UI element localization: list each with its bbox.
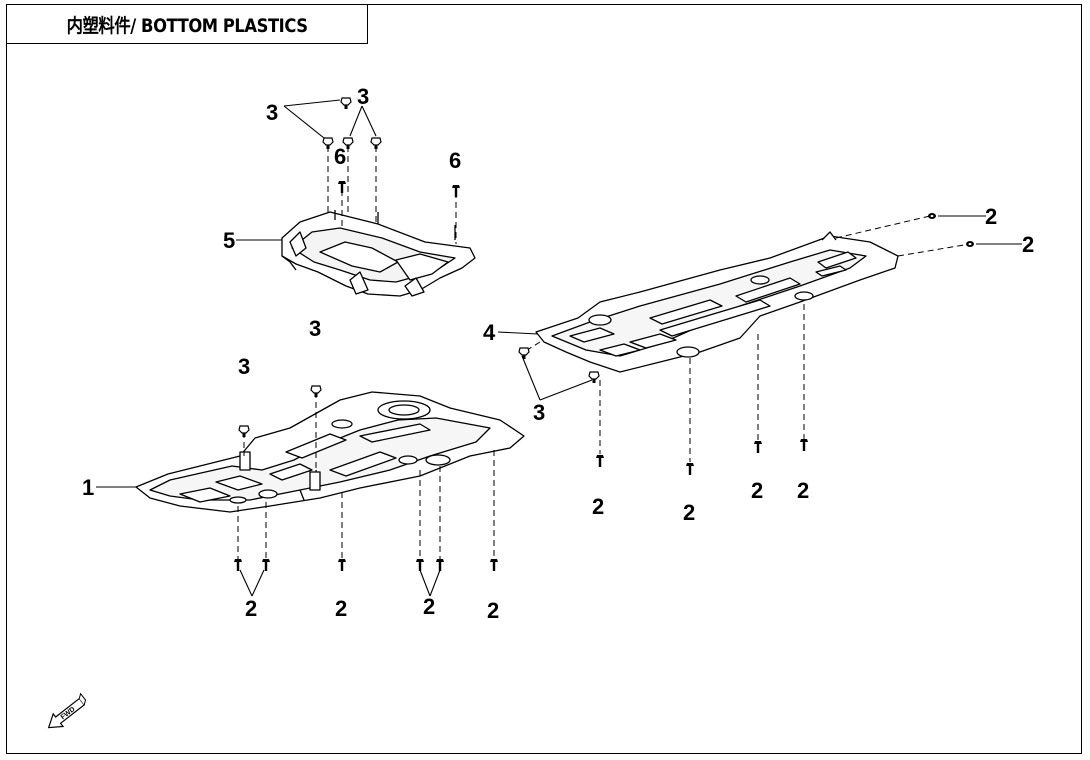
- callouts: 3 3 6 6 5 3 3 1 4 3 2 2 2 2 2 2 2 2 2 2: [82, 84, 1034, 623]
- callout-2: 2: [245, 596, 257, 621]
- callout-2: 2: [985, 204, 997, 229]
- callout-3: 3: [309, 316, 321, 341]
- callout-1: 1: [82, 475, 94, 500]
- callout-6: 6: [449, 148, 461, 173]
- callout-5: 5: [223, 228, 235, 253]
- leader-lines: [96, 99, 1022, 597]
- drawing-frame: [6, 4, 1082, 754]
- screw-icon: [436, 559, 444, 571]
- nut-icon: [966, 241, 974, 247]
- clip-icon: [588, 371, 600, 384]
- callout-2: 2: [487, 598, 499, 623]
- callout-2: 2: [423, 594, 435, 619]
- callout-2: 2: [1022, 232, 1034, 257]
- part-4-rear-skid-plate: [535, 231, 899, 373]
- screw-icon: [338, 181, 346, 193]
- screw-icon: [234, 559, 242, 571]
- clip-icon: [322, 137, 334, 150]
- clip-icon: [310, 385, 322, 398]
- part-5-tray: [281, 210, 476, 297]
- screw-icon: [686, 463, 694, 475]
- part-1-front-skid-plate: [135, 391, 525, 513]
- fwd-label: FWD: [60, 706, 77, 721]
- callout-3: 3: [238, 354, 250, 379]
- page-title: 内塑料件/ BOTTOM PLASTICS: [66, 14, 308, 37]
- callout-2: 2: [797, 478, 809, 503]
- callout-3: 3: [266, 100, 278, 125]
- callout-6: 6: [334, 144, 346, 169]
- screw-icon: [452, 185, 460, 197]
- callout-3: 3: [357, 84, 369, 109]
- screw-icon: [262, 559, 270, 571]
- nut-icon: [928, 213, 936, 219]
- fwd-arrow-icon: FWD: [47, 692, 87, 729]
- clip-icon: [370, 137, 382, 150]
- screw-icon: [416, 559, 424, 571]
- callout-2: 2: [592, 494, 604, 519]
- screw-icon: [596, 455, 604, 467]
- title-box: 内塑料件/ BOTTOM PLASTICS: [6, 4, 368, 44]
- callout-2: 2: [335, 596, 347, 621]
- screw-icon: [338, 559, 346, 571]
- clip-icon: [518, 347, 530, 360]
- screw-icon: [800, 439, 808, 451]
- callout-2: 2: [683, 500, 695, 525]
- screw-icon: [490, 559, 498, 571]
- clip-icon: [238, 425, 250, 438]
- callout-4: 4: [483, 320, 496, 345]
- clip-icon: [340, 97, 352, 110]
- screw-icon: [754, 441, 762, 453]
- callout-2: 2: [751, 478, 763, 503]
- callout-3: 3: [533, 400, 545, 425]
